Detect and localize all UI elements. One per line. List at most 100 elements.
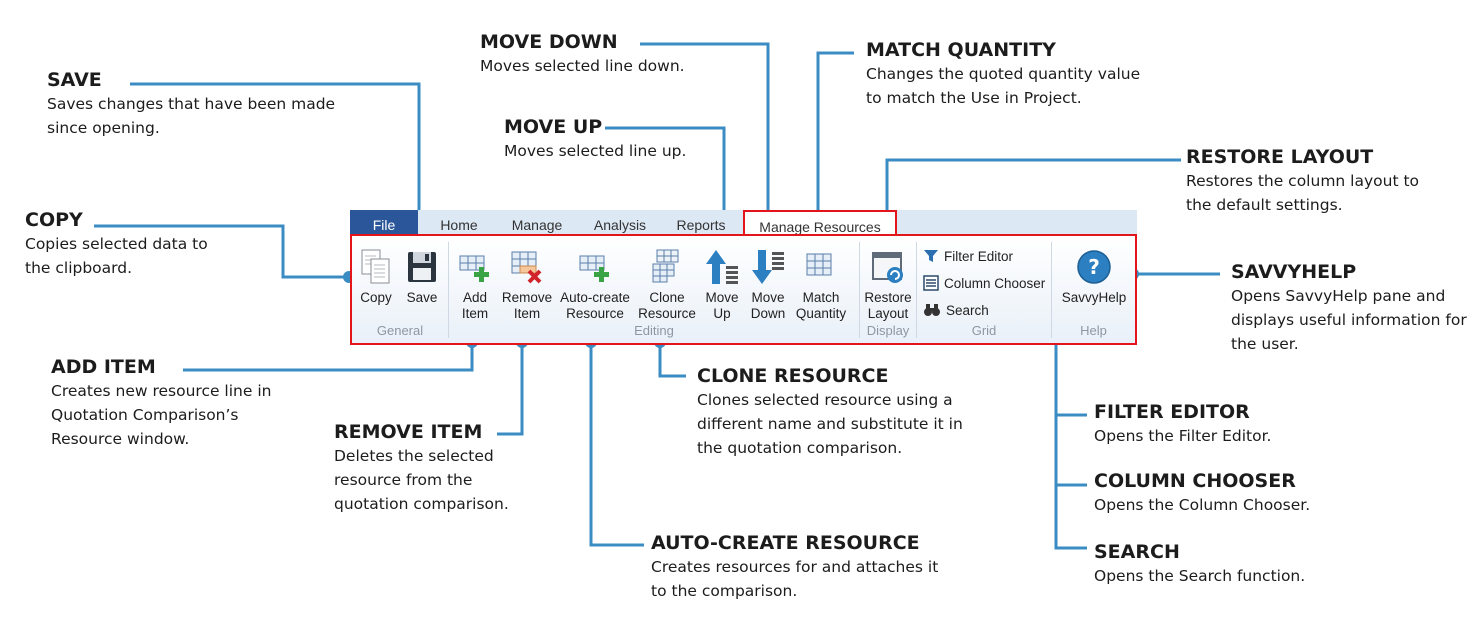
move-up-button[interactable]: Move Up (699, 248, 745, 322)
svg-text:?: ? (1088, 255, 1100, 279)
binoculars-icon (924, 304, 940, 316)
match-quantity-label: Match Quantity (795, 290, 847, 321)
match-quantity-icon (806, 253, 832, 276)
callout-column-chooser: COLUMN CHOOSER Opens the Column Chooser. (1094, 469, 1394, 517)
callout-add-item: ADD ITEM Creates new resource line in Qu… (51, 355, 301, 451)
callout-description: Changes the quoted quantity value to mat… (866, 65, 1141, 107)
tab-manage[interactable]: Manage (511, 217, 563, 233)
callout-title: REMOVE ITEM (334, 421, 483, 443)
auto-create-resource-icon (579, 255, 609, 282)
callout-description: Restores the column layout to the defaul… (1186, 172, 1420, 214)
group-label-general: General (376, 323, 424, 338)
remove-item-icon (511, 251, 542, 284)
callout-title: FILTER EDITOR (1094, 401, 1250, 423)
group-divider (916, 242, 917, 338)
auto-create-resource-button[interactable]: Auto-create Resource (555, 248, 635, 322)
move-down-button[interactable]: Move Down (745, 248, 791, 322)
callout-title: MATCH QUANTITY (866, 39, 1056, 61)
copy-button[interactable]: Copy (354, 248, 398, 306)
group-divider (448, 242, 449, 338)
callout-match-quantity: MATCH QUANTITY Changes the quoted quanti… (866, 38, 1151, 110)
callout-title: SEARCH (1094, 541, 1180, 563)
callout-restore-layout: RESTORE LAYOUT Restores the column layou… (1186, 145, 1446, 217)
arrow-up-icon (706, 250, 738, 284)
save-button[interactable]: Save (400, 248, 444, 306)
callout-title: SAVVYHELP (1231, 261, 1357, 283)
callout-move-down: MOVE DOWN Moves selected line down. (480, 30, 740, 78)
group-display: Restore Layout Display (860, 236, 916, 343)
callout-description: Creates new resource line in Quotation C… (51, 382, 272, 448)
group-grid: Filter Editor Column Chooser Search Grid (917, 236, 1051, 343)
tab-manage-resources[interactable]: Manage Resources (743, 210, 897, 238)
callout-save: SAVE Saves changes that have been made s… (47, 68, 337, 140)
callout-title: MOVE UP (504, 116, 603, 138)
add-item-label: Add Item (461, 290, 489, 321)
callout-remove-item: REMOVE ITEM Deletes the selected resourc… (334, 420, 544, 516)
auto-create-resource-label: Auto-create Resource (560, 290, 630, 321)
clone-resource-label: Clone Resource (638, 290, 696, 321)
match-quantity-button[interactable]: Match Quantity (791, 248, 851, 322)
save-label: Save (406, 290, 438, 305)
remove-item-label: Remove Item (501, 290, 553, 321)
ribbon: File Home Manage Analysis Reports Manage… (350, 210, 1137, 345)
callout-title: CLONE RESOURCE (697, 365, 889, 387)
callout-title: ADD ITEM (51, 356, 156, 378)
tab-home[interactable]: Home (440, 217, 478, 233)
callout-description: Opens the Filter Editor. (1094, 427, 1272, 445)
search-button[interactable]: Search (923, 298, 989, 322)
group-label-editing: Editing (634, 323, 674, 338)
group-label-grid: Grid (971, 323, 997, 338)
group-editing: Add Item Remove Item Auto-create Resourc… (449, 236, 859, 343)
group-label-display: Display (866, 323, 910, 338)
restore-layout-label: Restore Layout (864, 290, 912, 321)
column-chooser-button[interactable]: Column Chooser (923, 271, 1045, 295)
funnel-icon (924, 250, 938, 262)
group-divider (1051, 242, 1052, 338)
restore-layout-icon (872, 252, 903, 283)
tab-file[interactable]: File (350, 210, 418, 238)
clone-resource-button[interactable]: Clone Resource (635, 248, 699, 322)
group-label-help: Help (1080, 323, 1107, 338)
column-chooser-icon (923, 275, 939, 291)
move-down-label: Move Down (750, 290, 786, 321)
callout-title: COLUMN CHOOSER (1094, 470, 1296, 492)
callout-title: SAVE (47, 69, 102, 91)
filter-editor-button[interactable]: Filter Editor (923, 244, 1013, 268)
help-question-icon: ? (1077, 250, 1111, 284)
column-chooser-label: Column Chooser (944, 275, 1046, 291)
group-help: ? SavvyHelp Help (1052, 236, 1135, 343)
callout-title: COPY (25, 209, 83, 231)
callout-title: AUTO-CREATE RESOURCE (651, 532, 920, 554)
callout-clone-resource: CLONE RESOURCE Clones selected resource … (697, 364, 969, 460)
callout-description: Moves selected line down. (480, 57, 685, 75)
add-item-button[interactable]: Add Item (451, 248, 499, 322)
callout-move-up: MOVE UP Moves selected line up. (504, 115, 734, 163)
arrow-down-icon (752, 250, 784, 284)
copy-label: Copy (360, 290, 392, 305)
search-label: Search (946, 302, 989, 318)
callout-description: Opens the Search function. (1094, 567, 1306, 585)
callout-filter-editor: FILTER EDITOR Opens the Filter Editor. (1094, 400, 1384, 448)
tab-analysis[interactable]: Analysis (593, 217, 647, 233)
ribbon-tab-strip: File Home Manage Analysis Reports Manage… (350, 210, 1137, 238)
savvyhelp-label: SavvyHelp (1061, 290, 1127, 305)
callout-description: Deletes the selected resource from the q… (334, 447, 509, 513)
savvyhelp-button[interactable]: ? SavvyHelp (1056, 248, 1132, 306)
restore-layout-button[interactable]: Restore Layout (862, 248, 914, 322)
callout-description: Saves changes that have been made since … (47, 95, 336, 137)
add-item-icon (459, 255, 489, 282)
group-general: Copy Save General (352, 236, 448, 343)
callout-description: Opens the Column Chooser. (1094, 496, 1311, 514)
callout-title: MOVE DOWN (480, 31, 618, 53)
callout-description: Creates resources for and attaches it to… (651, 558, 939, 600)
copy-icon (361, 249, 390, 284)
tab-reports[interactable]: Reports (676, 217, 726, 233)
group-divider (859, 242, 860, 338)
callout-description: Opens SavvyHelp pane and displays useful… (1231, 287, 1467, 353)
callout-description: Moves selected line up. (504, 142, 687, 160)
callout-description: Copies selected data to the clipboard. (25, 235, 208, 277)
remove-item-button[interactable]: Remove Item (499, 248, 555, 322)
ribbon-panel: Copy Save General Add Item (350, 234, 1137, 345)
move-up-label: Move Up (705, 290, 739, 321)
callout-copy: COPY Copies selected data to the clipboa… (25, 208, 225, 280)
